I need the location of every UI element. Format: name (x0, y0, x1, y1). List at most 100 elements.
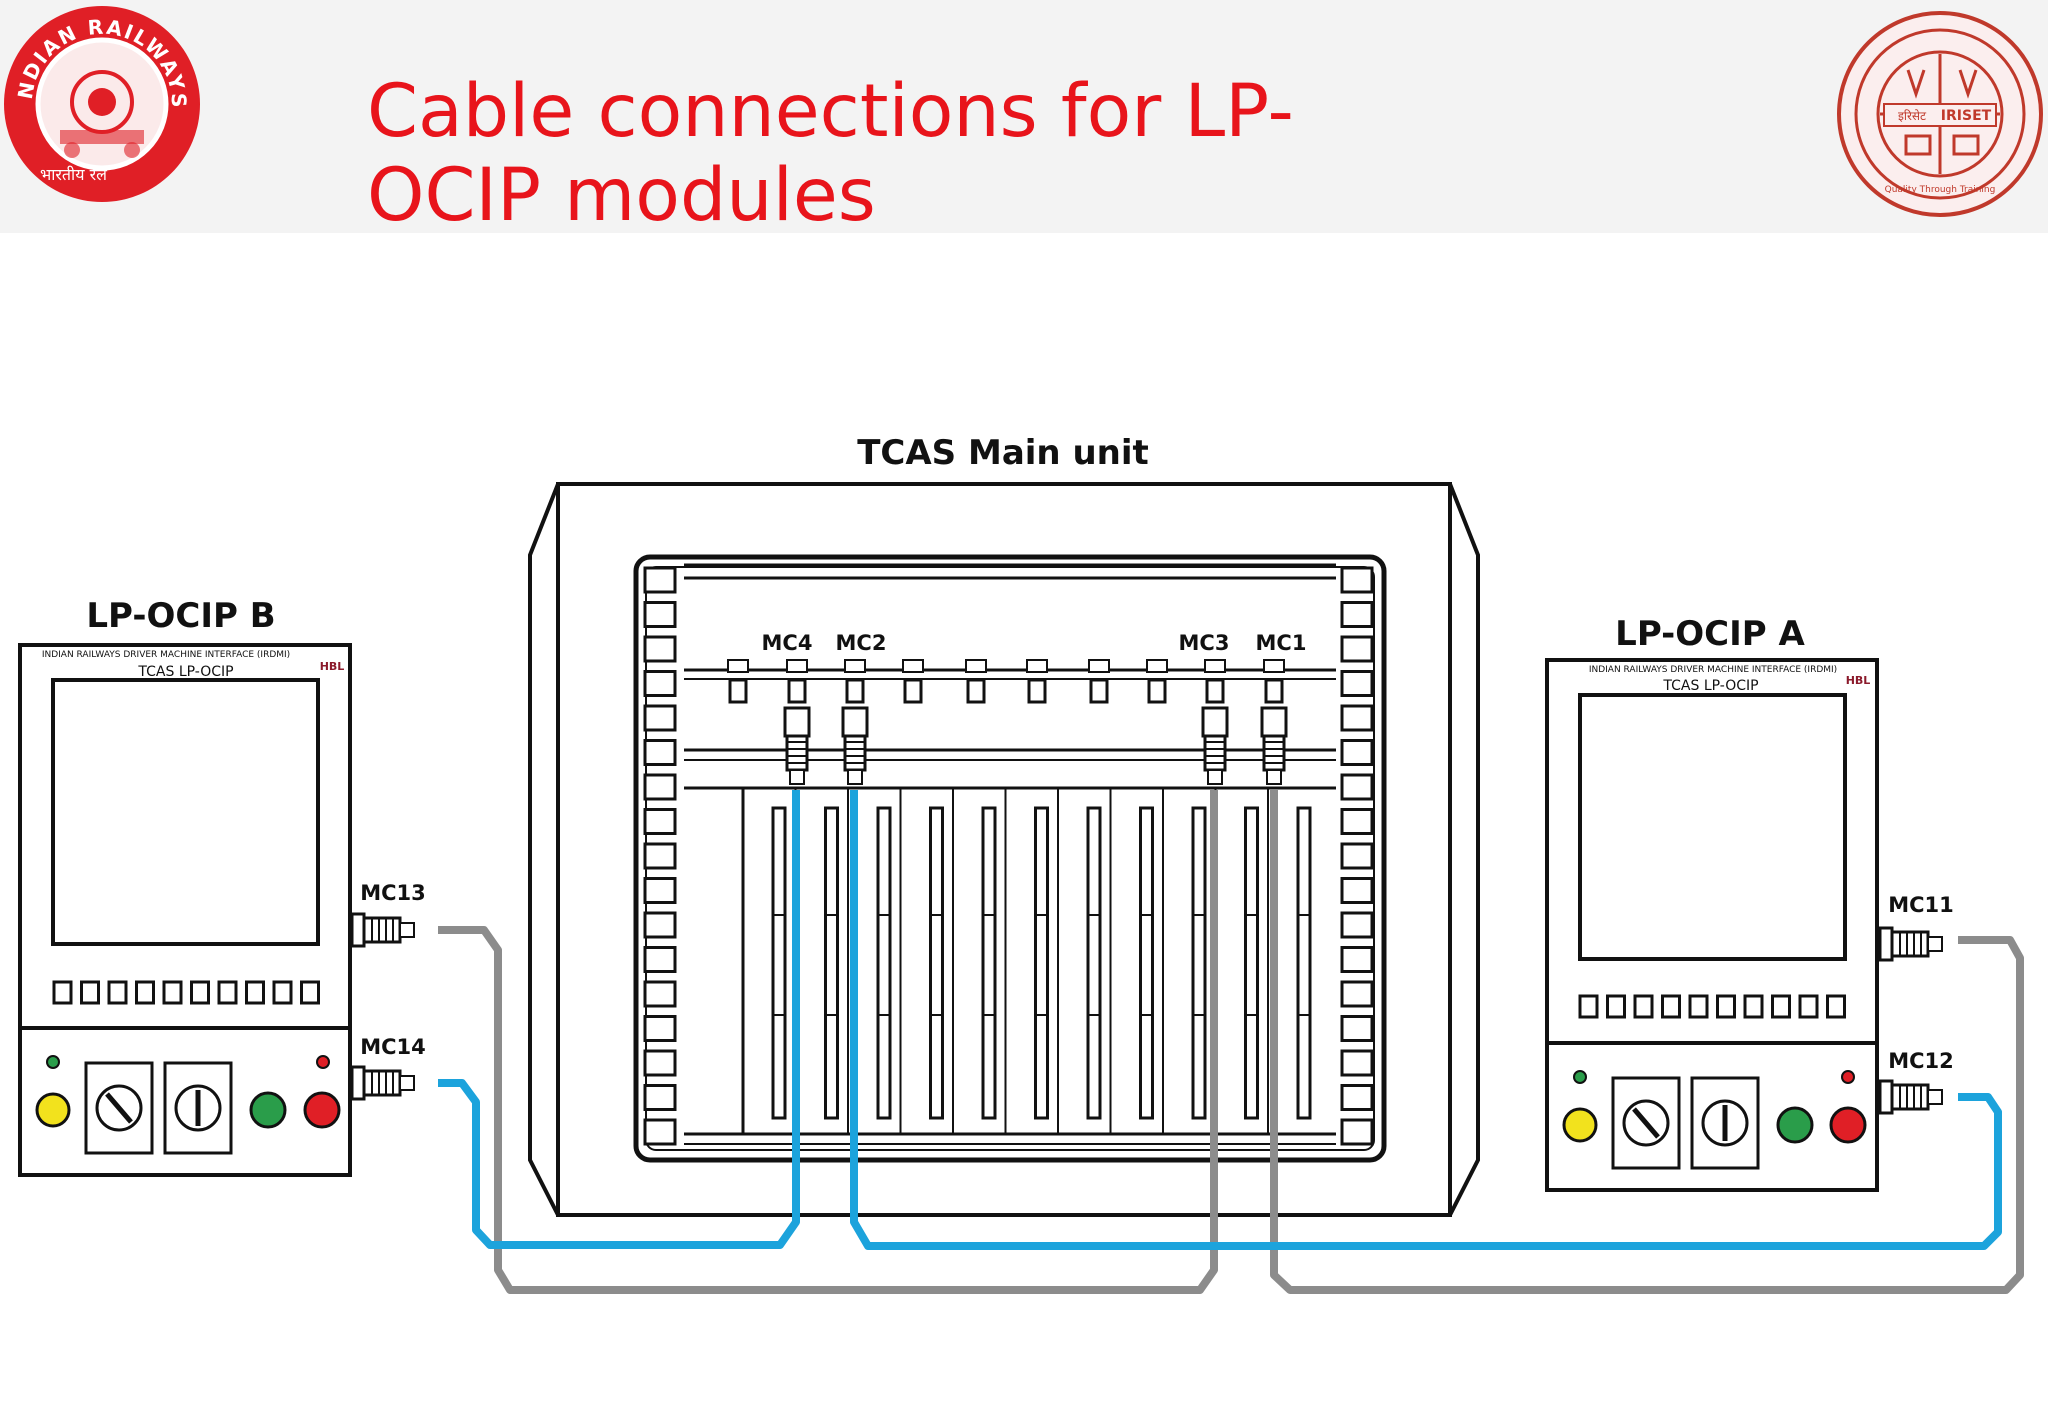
rack-port (727, 659, 749, 673)
rail-slot (643, 601, 677, 628)
panel-key (135, 980, 155, 1005)
rail-slot (643, 980, 677, 1008)
main-unit-label: TCAS Main unit (857, 433, 1149, 473)
rail-slot (1340, 808, 1374, 835)
rack-port-row (727, 659, 1285, 704)
rail-slot (1340, 1084, 1374, 1111)
panel-b-brand: HBL (320, 660, 345, 673)
rack-port-body (1205, 678, 1225, 704)
rail-slot (643, 566, 677, 594)
rail-slot (1340, 601, 1374, 628)
rail-slot (643, 670, 677, 697)
rack-port-body (1264, 678, 1284, 704)
rail-slot (643, 808, 677, 835)
card-handle (1034, 806, 1049, 1120)
iriset-logo: IRISET इरिसेट Quality Through Training (1836, 10, 2044, 218)
module-connectors (350, 912, 1943, 1115)
connector-plug (1201, 706, 1229, 738)
rack-port-body (1147, 678, 1167, 704)
slide-header: Cable connections for LP-OCIP modules IN… (0, 0, 2048, 238)
panel-a-keys (1578, 994, 1846, 1019)
connector-mc13-label: MC13 (360, 881, 426, 905)
panel-key (1771, 994, 1791, 1019)
rack-port-body (1027, 678, 1047, 704)
indian-railways-logo: INDIAN RAILWAYS भारतीय रेल (0, 0, 204, 206)
rail-slot (1340, 842, 1374, 870)
logo-text-hindi: इरिसेट (1898, 109, 1927, 123)
panel-key (1688, 994, 1709, 1019)
rail-slot (643, 1118, 677, 1146)
panel-b-led-green (46, 1055, 60, 1069)
connector-plug (1260, 706, 1288, 738)
panel-a-model: TCAS LP-OCIP (1662, 678, 1758, 694)
connector-mc12-label: MC12 (1888, 1049, 1954, 1073)
rail-slot (643, 946, 677, 973)
connector-plug (783, 706, 811, 738)
rack-port (786, 659, 808, 673)
rail-slot (1340, 704, 1374, 732)
card-handle (1086, 806, 1102, 1120)
card-handle (1139, 806, 1154, 1120)
panel-key (107, 980, 128, 1005)
panel-b-top-text: INDIAN RAILWAYS DRIVER MACHINE INTERFACE… (42, 650, 290, 660)
rail-slot (643, 1049, 677, 1077)
rack-port (1146, 659, 1168, 673)
rail-slot (643, 739, 677, 766)
card-handle (981, 806, 997, 1120)
panel-key (272, 980, 293, 1005)
panel-key (80, 980, 100, 1005)
card-handle (876, 806, 892, 1120)
module-connector-body (362, 1069, 402, 1097)
rack-port-body (1089, 678, 1109, 704)
panel-key (245, 980, 265, 1005)
rail-slot (643, 842, 677, 870)
cable-mc13-mc3 (438, 790, 1218, 1294)
panel-a-top-text: INDIAN RAILWAYS DRIVER MACHINE INTERFACE… (1589, 665, 1837, 675)
panel-key (217, 980, 238, 1005)
card-handle (1191, 806, 1207, 1120)
panel-key (1578, 994, 1599, 1019)
rail-slot (1340, 670, 1374, 697)
lp-ocip-b-module: INDIAN RAILWAYS DRIVER MACHINE INTERFACE… (18, 643, 352, 1177)
panel-a-red-button (1829, 1106, 1867, 1144)
ocip-b-label: LP-OCIP B (86, 596, 275, 636)
rail-slot (1340, 1015, 1374, 1042)
card-handle (929, 806, 944, 1120)
panel-key (1798, 994, 1819, 1019)
panel-a-led-red (1841, 1070, 1855, 1084)
panel-b-red-button (303, 1091, 341, 1129)
panel-a-brand: HBL (1846, 674, 1871, 687)
rack-port (1204, 659, 1226, 673)
panel-b-screen (51, 678, 320, 946)
cable-connection-diagram: TCAS Main unit MC4 MC2 MC3 MC1 LP-OCIP B (18, 433, 2024, 1294)
panel-key (1661, 994, 1681, 1019)
rail-slot (1340, 1049, 1374, 1077)
connector-mc14-label: MC14 (360, 1035, 426, 1059)
logo-text: IRISET (1941, 108, 1992, 124)
panel-key (190, 980, 210, 1005)
rail-slot (1340, 773, 1374, 801)
panel-b-led-red (316, 1055, 330, 1069)
rail-slot (1340, 946, 1374, 973)
connector-boot (1207, 769, 1223, 785)
main-unit-connectors (783, 706, 1288, 785)
panel-a-screen (1578, 693, 1847, 961)
rack-port-body (966, 678, 986, 704)
rail-slot (643, 1084, 677, 1111)
rail-slot (1340, 911, 1374, 939)
module-connector-body (1890, 1083, 1930, 1111)
panel-b-keys (52, 980, 320, 1005)
connector-mc4-label: MC4 (762, 631, 813, 655)
module-connector-flange (350, 912, 366, 948)
module-connector-boot (399, 922, 415, 938)
panel-a-green-button (1776, 1106, 1814, 1144)
ocip-a-label: LP-OCIP A (1615, 614, 1805, 654)
rack-port (965, 659, 987, 673)
panel-key (1716, 994, 1736, 1019)
rail-slot (1340, 566, 1374, 594)
connector-boot (1266, 769, 1282, 785)
module-connector-boot (1927, 936, 1943, 952)
panel-key (300, 980, 320, 1005)
module-connector-boot (1927, 1089, 1943, 1105)
card-handle (824, 806, 839, 1120)
